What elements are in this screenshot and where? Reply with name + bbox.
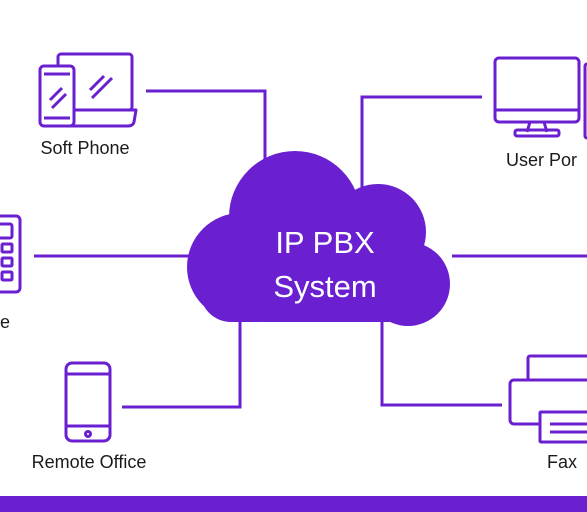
connector-user-portal — [360, 95, 482, 190]
center-title-line2: System — [273, 269, 376, 304]
monitor-icon — [493, 56, 587, 140]
connector-lines — [34, 89, 587, 409]
node-label-user-portal: User Por — [506, 150, 577, 170]
desk-phone-icon — [0, 214, 22, 294]
bottom-accent-bar — [0, 496, 587, 512]
node-label-remote-office: Remote Office — [32, 452, 147, 472]
connector-soft-phone — [146, 89, 267, 190]
mobile-phone-icon — [64, 361, 112, 443]
node-label-fax: Fax — [547, 452, 577, 472]
node-label-soft-phone: Soft Phone — [40, 138, 129, 158]
devices-icon — [38, 52, 138, 128]
connector-fax — [380, 322, 502, 407]
center-title-line1: IP PBX — [275, 225, 375, 260]
cloud-icon — [187, 151, 450, 326]
connector-remote-office — [122, 322, 242, 409]
node-label-left-phone: e — [0, 312, 10, 332]
printer-icon — [508, 354, 587, 444]
